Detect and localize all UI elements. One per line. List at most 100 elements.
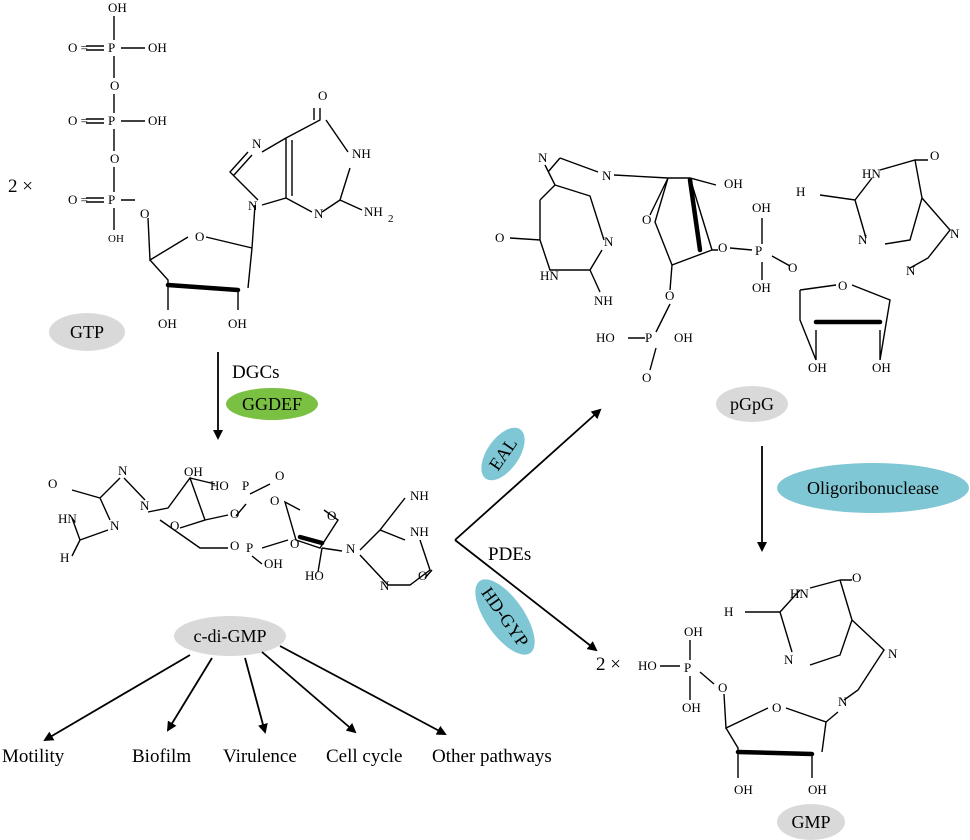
gmp-label: GMP (791, 812, 830, 832)
gtp-p-3: P (108, 192, 115, 207)
gmp-badge (777, 804, 845, 840)
gtp-o-3: O (140, 206, 149, 221)
pgpg-o-bot: O (665, 288, 674, 303)
ggdef-badge (226, 388, 318, 420)
oligoribonuclease-label: Oligoribonuclease (807, 478, 939, 498)
cdg-ho-top: HO (210, 478, 229, 493)
gtp-multiplier: 2 × (8, 176, 33, 197)
cdg-h2n-left: H (60, 550, 69, 565)
gtp-o-eq-2: O = (68, 113, 88, 128)
eal-arrow (454, 408, 602, 541)
gtp-n1h: NH (352, 146, 371, 161)
pdes-label: PDEs (488, 544, 531, 565)
gmp-oh-3: OH (734, 782, 753, 797)
cdg-o6-left: O (48, 476, 57, 491)
gtp-oh-4: OH (108, 233, 124, 245)
pgpg-o-link: O (718, 240, 727, 255)
output-virulence: Virulence (223, 746, 297, 767)
pgpg-ring-o-right: O (838, 278, 847, 293)
gtp-o6: O (318, 88, 327, 103)
hd-gyp-badge-group: HD-GYP (475, 579, 535, 655)
pgpg-n3-right: N (858, 232, 868, 247)
pgpg-nh2-left: NH (594, 293, 613, 308)
gtp-o-1: O (110, 78, 119, 93)
eal-badge (481, 427, 525, 481)
cdg-nh2-right: NH (410, 488, 429, 503)
c-di-gmp-label: c-di-GMP (194, 626, 267, 646)
gmp-oh-1: OH (684, 624, 703, 639)
cdg-hn-left: HN (58, 511, 77, 526)
gmp-o-link: O (718, 680, 727, 695)
pgpg-ho-bot: HO (596, 330, 615, 345)
gtp-oh-5: OH (158, 316, 177, 331)
cdg-o-top2: O (230, 506, 239, 521)
gtp-n7: N (252, 136, 262, 151)
pgpg-oh-p1: OH (752, 200, 771, 215)
gmp-ho: HO (638, 658, 657, 673)
gtp-structure: 2 × OH O = P OH O O = P OH O O = P O OH … (8, 0, 394, 331)
gtp-badge (49, 313, 125, 351)
output-other-pathways: Other pathways (432, 746, 552, 767)
pgpg-oh-r2: OH (872, 360, 891, 375)
cdg-o-top: O (275, 468, 284, 483)
output-arrows (43, 645, 447, 742)
gmp-oh-2: OH (682, 700, 701, 715)
gmp-multiplier: 2 × (596, 654, 621, 675)
pgpg-h2n-right: H (796, 184, 805, 199)
pgpg-p-mid: P (755, 243, 762, 258)
gtp-nh2: NH (364, 204, 383, 219)
gmp-n7: N (888, 646, 898, 661)
gtp-p-1: P (108, 40, 115, 55)
ggdef-label: GGDEF (242, 394, 302, 414)
output-biofilm: Biofilm (132, 746, 191, 767)
oligoribonuclease-badge (777, 463, 969, 513)
pgpg-o-eq-bot: O (642, 370, 651, 385)
pgpg-p-bot: P (645, 330, 652, 345)
pgpg-hn-left: HN (540, 268, 559, 283)
cdg-oh-bot: OH (264, 556, 283, 571)
gtp-oh-2: OH (148, 40, 167, 55)
hd-gyp-arrow (454, 539, 598, 652)
gtp-n9: N (248, 198, 258, 213)
cdg-n7-right: N (380, 578, 390, 593)
pgpg-oh-top: OH (724, 176, 743, 191)
gtp-ring-o: O (195, 229, 204, 244)
gtp-p-2: P (108, 113, 115, 128)
cdg-ring-o-left: O (170, 518, 179, 533)
pgpg-oh-p2: OH (752, 280, 771, 295)
output-cell-cycle: Cell cycle (326, 746, 403, 767)
gmp-o6: O (852, 570, 861, 585)
cdg-nh-right: NH (410, 524, 429, 539)
cdg-p-top: P (242, 478, 249, 493)
pgpg-oh-r1: OH (808, 360, 827, 375)
gtp-oh-1: OH (108, 0, 127, 15)
gmp-n9: N (838, 694, 848, 709)
pgpg-n7-right: N (950, 226, 960, 241)
gmp-hn: HN (790, 586, 809, 601)
pgpg-hn-right: HN (862, 166, 881, 181)
gmp-n3: N (784, 652, 794, 667)
hd-gyp-badge (475, 579, 535, 655)
gtp-oh-3: OH (148, 113, 167, 128)
cdg-n3-left: N (110, 518, 120, 533)
cdg-o-bot2: O (290, 536, 299, 551)
cdg-ho-bot: HO (305, 568, 324, 583)
gtp-oh-6: OH (228, 316, 247, 331)
c-di-gmp-structure: N O HN N N H OH HO P O O O O O P OH O HO… (48, 463, 433, 593)
pgpg-structure: N N O HN N NH O OH O OH P OH O O HO P OH… (495, 148, 960, 385)
cdg-o-top3: O (270, 493, 279, 508)
gtp-o-eq-3: O = (68, 192, 88, 207)
pgpg-badge (716, 386, 788, 422)
gtp-nh2-sub: 2 (388, 213, 394, 225)
gtp-label: GTP (70, 322, 104, 342)
dgcs-label: DGCs (232, 362, 280, 383)
cdg-n9-left: N (140, 498, 150, 513)
pgpg-n7-left: N (538, 150, 548, 165)
cdg-oh-top: OH (184, 464, 203, 479)
pgpg-n9-left: N (602, 168, 612, 183)
gtp-n3: N (314, 206, 324, 221)
gmp-structure: 2 × OH HO P OH O O OH OH HN O H N N N (596, 570, 898, 797)
c-di-gmp-badge (174, 616, 286, 656)
pgpg-label: pGpG (730, 394, 774, 414)
